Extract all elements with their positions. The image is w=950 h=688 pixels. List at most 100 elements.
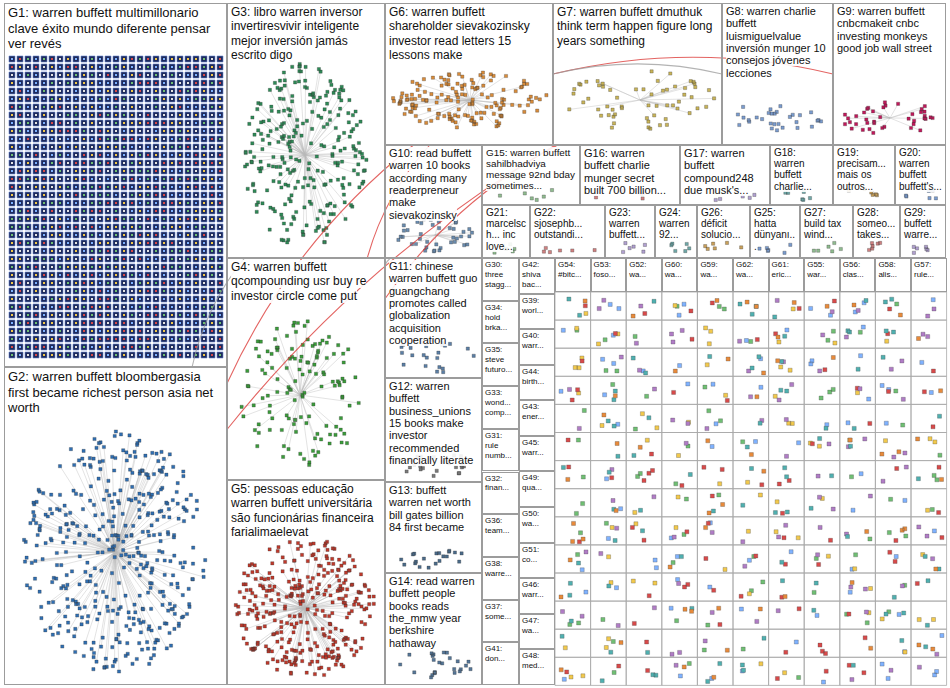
group-box: G23: warren buffett... [605, 205, 655, 258]
group-box: G38: warre... [482, 557, 519, 600]
group-label: G38: warre... [485, 559, 512, 578]
vertex-cluster [622, 242, 647, 254]
group-label: G41: don... [485, 644, 505, 663]
vertex-icon [11, 58, 221, 356]
group-box: G51: co... [519, 543, 555, 579]
group-label: G36: team... [485, 516, 509, 535]
vertex-cluster [400, 549, 464, 569]
vertex-cluster [704, 241, 743, 250]
group-label: G2: warren buffett bloombergasia first b… [8, 369, 213, 415]
group-box: G49: qua... [519, 471, 555, 507]
group-label: G40: warr... [522, 331, 544, 350]
group-cell [555, 292, 947, 685]
group-box: G34: hold brka... [482, 301, 519, 344]
group-label: G19: precisam... mais os outros... [837, 147, 886, 192]
vertex-cluster [568, 70, 716, 131]
group-label: G11: chinese warren buffett guo guangcha… [389, 260, 477, 346]
group-box: G43: ener... [519, 400, 555, 436]
group-box: G48: med... [519, 649, 555, 685]
group-label: G28: someo... takes... [857, 207, 895, 240]
group-label: G61: eric... [772, 260, 792, 279]
group-box: G32: finan... [482, 472, 519, 515]
group-label: G55: war... [807, 260, 826, 279]
group-label: G18: warren buffett charlie... [774, 147, 812, 192]
group-box: G41: don... [482, 642, 519, 685]
group-box: G8: warren charlie buffett luismiguelval… [722, 3, 833, 145]
vertex-icon [559, 298, 944, 684]
vertex-cluster [244, 62, 369, 244]
group-box: G9: warren buffett cnbcmakeit cnbc inves… [833, 3, 946, 145]
group-box: G31: rule numb... [482, 429, 519, 472]
group-box: G33: wond... comp... [482, 386, 519, 429]
group-label: G15: warren buffett sahilbhadviya messag… [486, 147, 575, 191]
edge-line [553, 64, 722, 74]
group-box: G27: build tax wind... [800, 205, 853, 258]
group-label: G42: shiva bac... [522, 260, 542, 289]
group-label: G8: warren charlie buffett luismiguelval… [726, 5, 826, 79]
group-label: G1: warren buffett multimillonario clave… [8, 5, 210, 51]
group-box: G39: worl... [519, 294, 555, 330]
group-box: G59: wa... [697, 258, 733, 292]
group-box: G60: wa... [662, 258, 698, 292]
group-label: G25: hatta dünyanı... [754, 207, 795, 252]
group-label: G34: hold brka... [485, 303, 507, 332]
vertex-cluster [392, 71, 549, 129]
group-box: G55: war... [804, 258, 840, 292]
vertex-icon [563, 304, 937, 679]
group-label: G22: sjosephb... outstandi... [534, 207, 583, 240]
edge-spokes [399, 73, 528, 128]
group-box: G26: déficit solucio... [697, 205, 750, 258]
group-box: G7: warren buffett dmuthuk think term ha… [553, 3, 722, 145]
group-label: G12: warren buffett business_unions 15 b… [389, 380, 473, 466]
vertex-cluster [234, 540, 375, 676]
group-box: G47: wa... [519, 614, 555, 650]
vertex-cluster [23, 430, 207, 673]
group-label: G51: co... [522, 545, 539, 564]
group-label: G9: warren buffett cnbcmakeit cnbc inves… [837, 5, 932, 54]
vertex-icon [11, 58, 221, 356]
vertex-icon [11, 58, 221, 356]
group-label: G4: warren buffett qcompounding usr buy … [231, 260, 366, 303]
group-label: G53: foso... [594, 260, 616, 279]
group-label: G50: wa... [522, 509, 539, 528]
vertex-cluster [542, 246, 596, 253]
group-label: G5: pessoas educação warren buffett univ… [231, 482, 374, 539]
group-label: G48: med... [522, 651, 544, 670]
group-box: G44: birth... [519, 365, 555, 401]
group-box: G57: rule... [911, 258, 947, 292]
group-box: G29: buffett warre... [900, 205, 946, 258]
group-box: G2: warren buffett bloombergasia first b… [4, 367, 227, 685]
group-box: G10: read buffett warren 10 books accord… [385, 145, 482, 258]
group-box: G35: steve futuro... [482, 343, 519, 386]
group-label: G37: some... [485, 602, 511, 621]
group-box: G45: warr... [519, 436, 555, 472]
vertex-icon [11, 58, 221, 356]
group-box: G21: marcelsch... inc love... [482, 205, 530, 258]
vertex-grid [9, 56, 223, 358]
group-box: G11: chinese warren buffett guo guangcha… [385, 258, 482, 378]
group-box: G16: warren buffett charlie munger secre… [580, 145, 680, 205]
group-box: G56: clas... [840, 258, 876, 292]
group-box: G54: #bitc... [555, 258, 591, 292]
group-label: G62: wa... [736, 260, 753, 279]
group-label: G47: wa... [522, 616, 539, 635]
group-label: G17: warren buffett compound248 due musk… [684, 147, 754, 196]
vertex-cluster [758, 243, 792, 254]
vertex-cluster [670, 242, 691, 253]
group-label: G49: qua... [522, 473, 542, 492]
group-label: G31: rule numb... [485, 431, 512, 460]
group-label: G57: rule... [914, 260, 934, 279]
group-box: G40: warr... [519, 329, 555, 365]
vertex-cluster [399, 651, 473, 679]
group-label: G35: steve futuro... [485, 345, 512, 374]
group-box: G15: warren buffett sahilbhadviya messag… [482, 145, 580, 205]
group-box: G28: someo... takes... [853, 205, 900, 258]
group-box: G24: warren 92... [655, 205, 697, 258]
group-label: G7: warren buffett dmuthuk think term ha… [557, 5, 712, 48]
group-box: G5: pessoas educação warren buffett univ… [227, 480, 385, 685]
group-box: G42: shiva bac... [519, 258, 555, 294]
group-box: G52: wa... [626, 258, 662, 292]
group-box: G22: sjosephb... outstandi... [530, 205, 605, 258]
